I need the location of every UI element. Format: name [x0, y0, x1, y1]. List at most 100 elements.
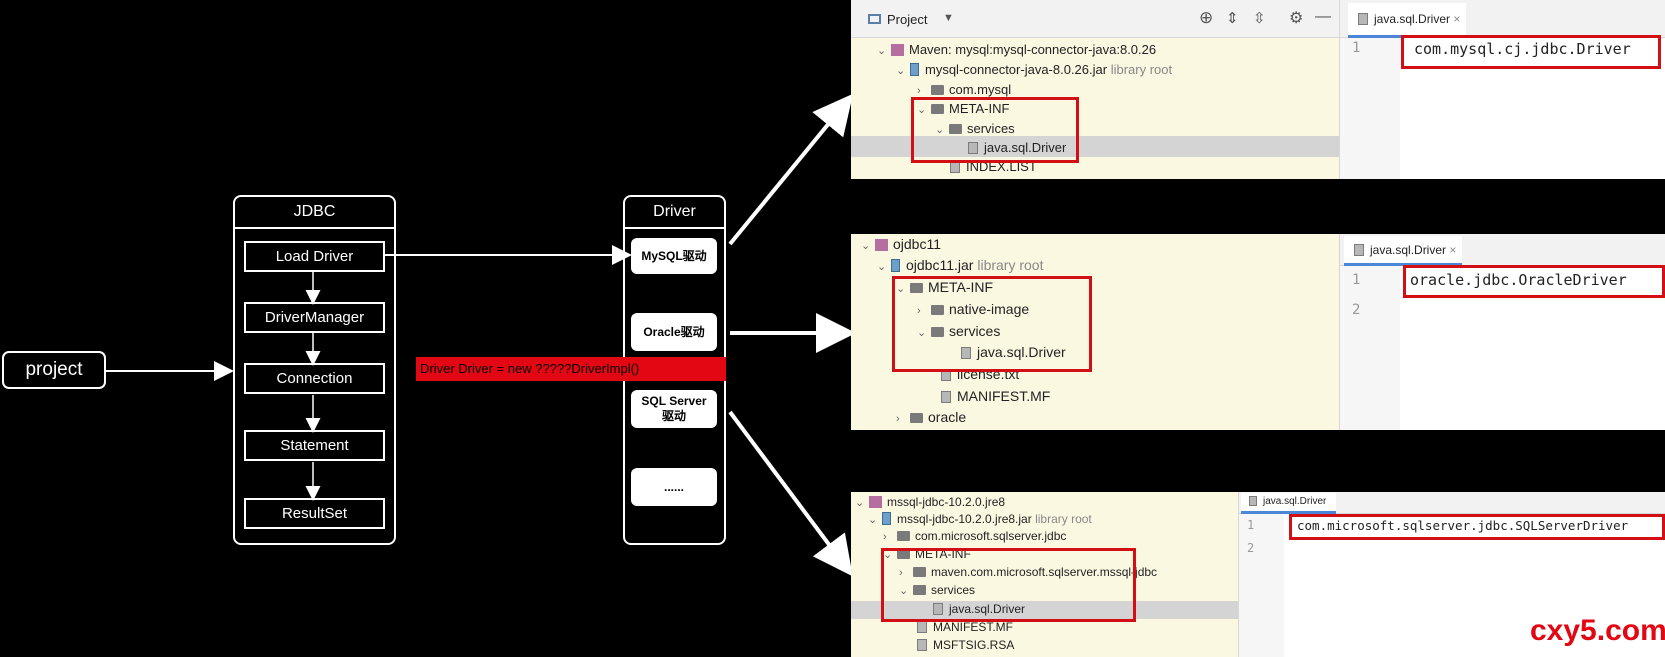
tree-node-java-sql-driver[interactable]: java.sql.Driver	[966, 140, 1066, 155]
oracle-project-tree: ⌄ojdbc11 ⌄ojdbc11.jar library root ⌄META…	[851, 234, 1339, 430]
selected-row	[851, 601, 1238, 619]
jdbc-title: JDBC	[235, 197, 394, 229]
manifest-icon	[917, 621, 927, 633]
tree-node-oracle[interactable]: ›oracle	[896, 409, 967, 425]
mysql-ide-panel: Project ▼ ⊕ ⇕ ⇳ ⚙ — ⌄Maven: mysql:mysql-…	[851, 0, 1665, 179]
tree-node-com-mysql[interactable]: ›com.mysql	[917, 82, 1012, 97]
highlight-driver-class	[1403, 265, 1665, 298]
close-icon[interactable]: ×	[1449, 243, 1457, 257]
expand-all-icon[interactable]: ⇕	[1226, 10, 1239, 27]
project-view-label[interactable]: Project	[887, 12, 928, 27]
project-toolbar: Project ▼ ⊕ ⇕ ⇳ ⚙ —	[851, 0, 1339, 38]
folder-icon	[897, 549, 910, 559]
tree-node-com-microsoft[interactable]: ›com.microsoft.sqlserver.jdbc	[883, 529, 1067, 543]
tree-node-jar[interactable]: ⌄mysql-connector-java-8.0.26.jar library…	[896, 62, 1173, 77]
folder-icon	[931, 305, 944, 315]
project-node: project	[2, 351, 106, 389]
driver-oracle: Oracle驱动	[631, 313, 717, 351]
folder-icon	[910, 283, 923, 293]
file-icon	[917, 639, 927, 651]
tree-node-msftsig[interactable]: MSFTSIG.RSA	[915, 638, 1014, 652]
line-number: 2	[1352, 302, 1361, 318]
tree-node-ojdbc11[interactable]: ⌄ojdbc11	[861, 236, 942, 252]
line-number: 1	[1247, 518, 1255, 532]
tree-node-services[interactable]: ⌄services	[899, 583, 976, 597]
highlight-meta-inf-services	[892, 276, 1092, 372]
jar-icon	[891, 259, 900, 272]
tree-node-maven[interactable]: ⌄Maven: mysql:mysql-connector-java:8.0.2…	[877, 42, 1157, 57]
file-icon	[933, 603, 943, 615]
tree-node-services[interactable]: ⌄services	[917, 323, 1001, 339]
editor-tab-bar: java.sql.Driver ×	[1339, 0, 1665, 38]
editor-gutter	[1340, 38, 1400, 179]
line-number: 1	[1352, 40, 1361, 56]
driver-more: ......	[631, 468, 717, 506]
manifest-icon	[941, 391, 951, 403]
line-number: 1	[1352, 272, 1361, 288]
collapse-all-icon[interactable]: ⇳	[1253, 10, 1266, 27]
tree-node-meta-inf[interactable]: ⌄META-INF	[917, 101, 1010, 116]
locate-icon[interactable]: ⊕	[1199, 8, 1214, 27]
editor-area: 1 2 oracle.jdbc.OracleDriver	[1339, 266, 1665, 430]
file-icon	[1358, 13, 1368, 25]
chevron-down-icon[interactable]: ▼	[943, 12, 954, 24]
oracle-ide-panel: ⌄ojdbc11 ⌄ojdbc11.jar library root ⌄META…	[851, 234, 1665, 430]
driver-instantiation-annotation: Driver Driver = new ?????DriverImpl()	[416, 357, 726, 381]
hide-panel-icon[interactable]: —	[1315, 8, 1331, 25]
file-icon	[1354, 244, 1364, 256]
folder-icon	[949, 124, 962, 134]
folder-icon	[897, 531, 910, 541]
tree-node-java-sql-driver[interactable]: java.sql.Driver	[959, 344, 1066, 360]
library-icon	[869, 496, 882, 508]
library-icon	[891, 44, 904, 56]
file-icon	[1249, 496, 1257, 506]
jdbc-step-resultset: ResultSet	[244, 498, 385, 529]
jar-icon	[910, 63, 919, 76]
editor-area: 1 com.mysql.cj.jdbc.Driver	[1339, 38, 1665, 179]
jdbc-column: JDBC	[233, 195, 396, 545]
tree-node-native-image[interactable]: ›native-image	[917, 301, 1030, 317]
gear-icon[interactable]: ⚙	[1289, 10, 1304, 27]
editor-tab-bar: java.sql.Driver ×	[1339, 234, 1665, 266]
folder-icon	[910, 413, 923, 423]
library-icon	[875, 239, 888, 251]
editor-tab[interactable]: java.sql.Driver ×	[1348, 3, 1466, 38]
driver-title: Driver	[625, 197, 724, 229]
highlight-meta-inf-services	[911, 97, 1079, 163]
tree-node-maven-folder[interactable]: ›maven.com.microsoft.sqlserver.mssql-jdb…	[899, 565, 1158, 579]
tree-node-manifest[interactable]: MANIFEST.MF	[915, 620, 1013, 634]
folder-icon	[931, 104, 944, 114]
code-line[interactable]: com.microsoft.sqlserver.jdbc.SQLServerDr…	[1297, 518, 1629, 533]
folder-icon	[913, 585, 926, 595]
jar-icon	[882, 512, 891, 525]
highlight-meta-inf-services	[881, 548, 1136, 622]
editor-area: 1 2 com.microsoft.sqlserver.jdbc.SQLServ…	[1238, 514, 1665, 657]
tree-node-meta-inf[interactable]: ⌄META-INF	[896, 279, 994, 295]
file-icon	[968, 142, 978, 154]
code-line[interactable]: oracle.jdbc.OracleDriver	[1410, 271, 1627, 289]
jdbc-step-driver-manager: DriverManager	[244, 302, 385, 333]
jdbc-step-load-driver: Load Driver	[244, 241, 385, 272]
tree-node-manifest[interactable]: MANIFEST.MF	[939, 388, 1050, 404]
mysql-project-tree: ⌄Maven: mysql:mysql-connector-java:8.0.2…	[851, 38, 1339, 179]
tree-node-jar[interactable]: ⌄mssql-jdbc-10.2.0.jre8.jar library root	[868, 512, 1092, 526]
editor-tab[interactable]: java.sql.Driver ×	[1344, 236, 1462, 266]
mssql-ide-panel: ⌄mssql-jdbc-10.2.0.jre8 ⌄mssql-jdbc-10.2…	[851, 492, 1665, 657]
line-number: 2	[1247, 541, 1255, 555]
editor-tab-bar: java.sql.Driver	[1238, 492, 1665, 514]
tree-node-java-sql-driver[interactable]: java.sql.Driver	[931, 602, 1025, 616]
file-icon	[961, 347, 971, 359]
code-line[interactable]: com.mysql.cj.jdbc.Driver	[1414, 40, 1631, 58]
folder-icon	[931, 85, 944, 95]
project-view-icon	[868, 14, 881, 24]
tree-node-mssql-library[interactable]: ⌄mssql-jdbc-10.2.0.jre8	[855, 495, 1006, 509]
close-icon[interactable]: ×	[1453, 12, 1461, 26]
editor-tab[interactable]: java.sql.Driver	[1241, 493, 1336, 514]
editor-gutter	[1239, 514, 1284, 657]
highlight-driver-class	[1289, 514, 1665, 540]
tree-node-jar[interactable]: ⌄ojdbc11.jar library root	[877, 257, 1044, 273]
folder-icon	[913, 567, 926, 577]
tree-node-services[interactable]: ⌄services	[935, 121, 1015, 136]
jdbc-step-statement: Statement	[244, 430, 385, 461]
